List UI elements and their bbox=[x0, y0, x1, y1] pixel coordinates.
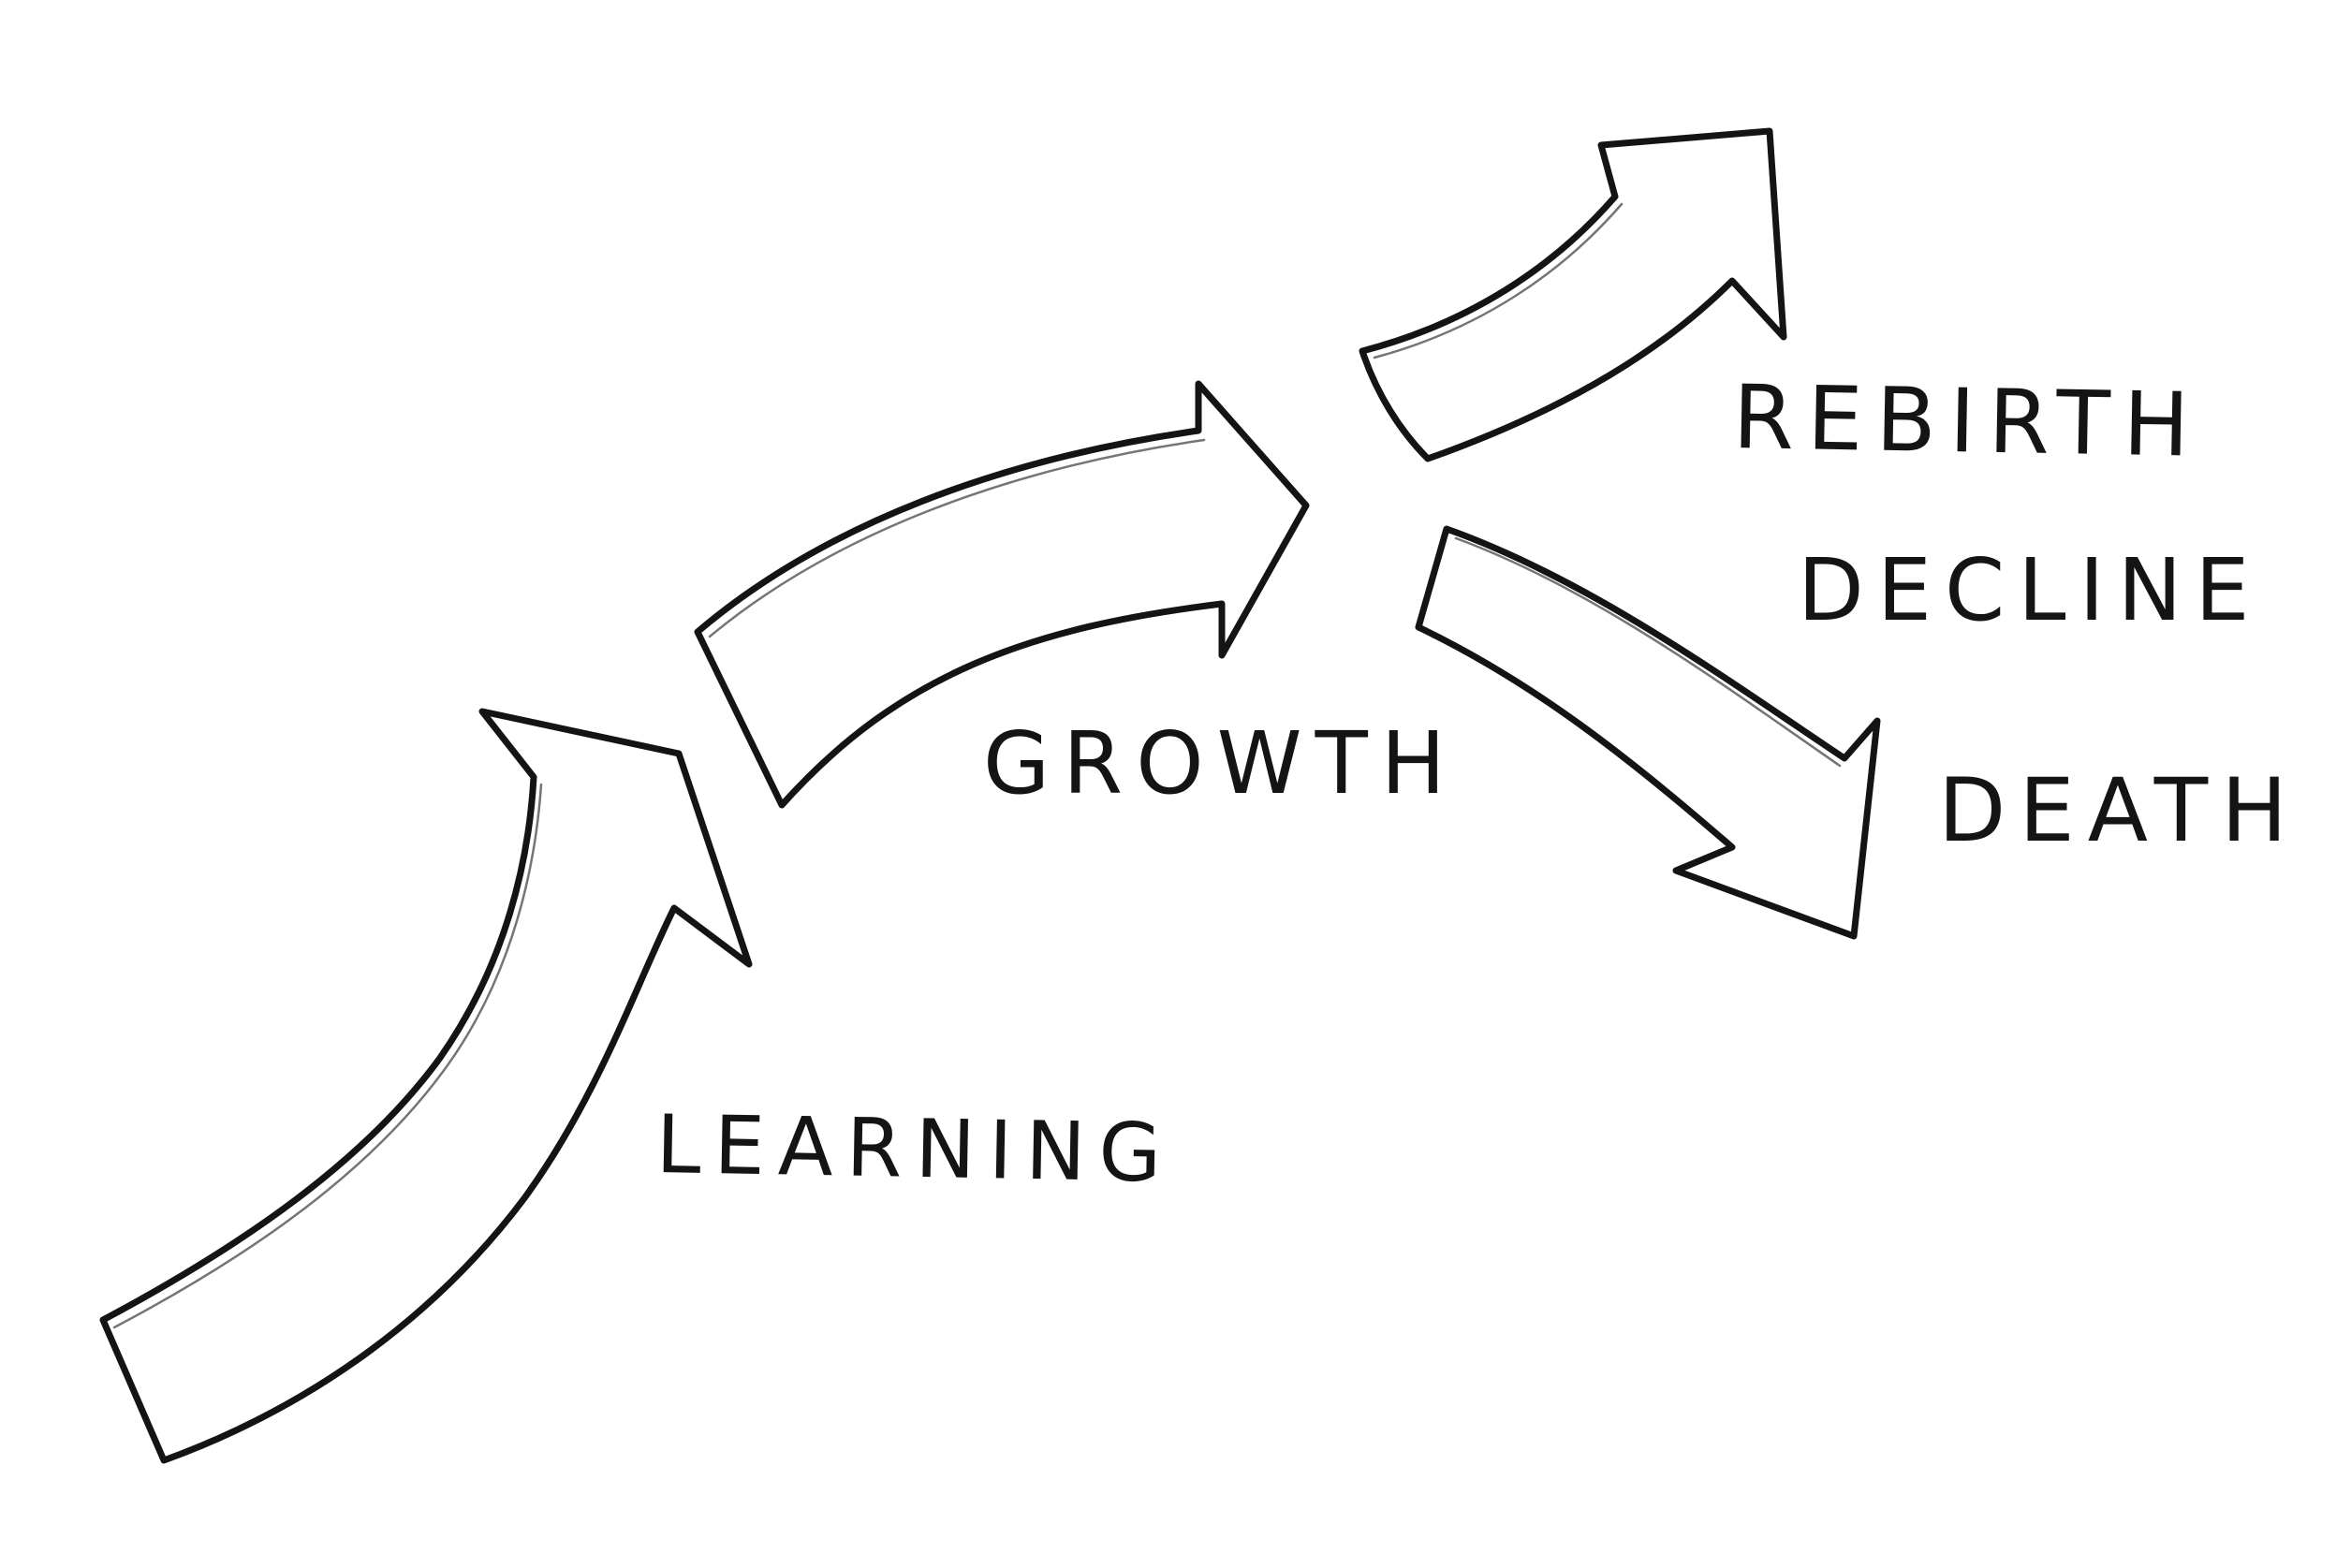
rebirth-arrow bbox=[1359, 127, 1787, 462]
learning-arrow bbox=[99, 708, 753, 1464]
stage-label-rebirth: REBIRTH bbox=[1731, 367, 2204, 477]
stage-label-growth: GROWTH bbox=[983, 713, 1459, 813]
stage-label-death: DEATH bbox=[1938, 760, 2300, 862]
death-arrow bbox=[1415, 525, 1881, 940]
stage-label-decline: DECLINE bbox=[1798, 540, 2263, 640]
stage-label-learning: LEARNING bbox=[654, 1098, 1176, 1201]
growth-arrow bbox=[694, 380, 1310, 809]
